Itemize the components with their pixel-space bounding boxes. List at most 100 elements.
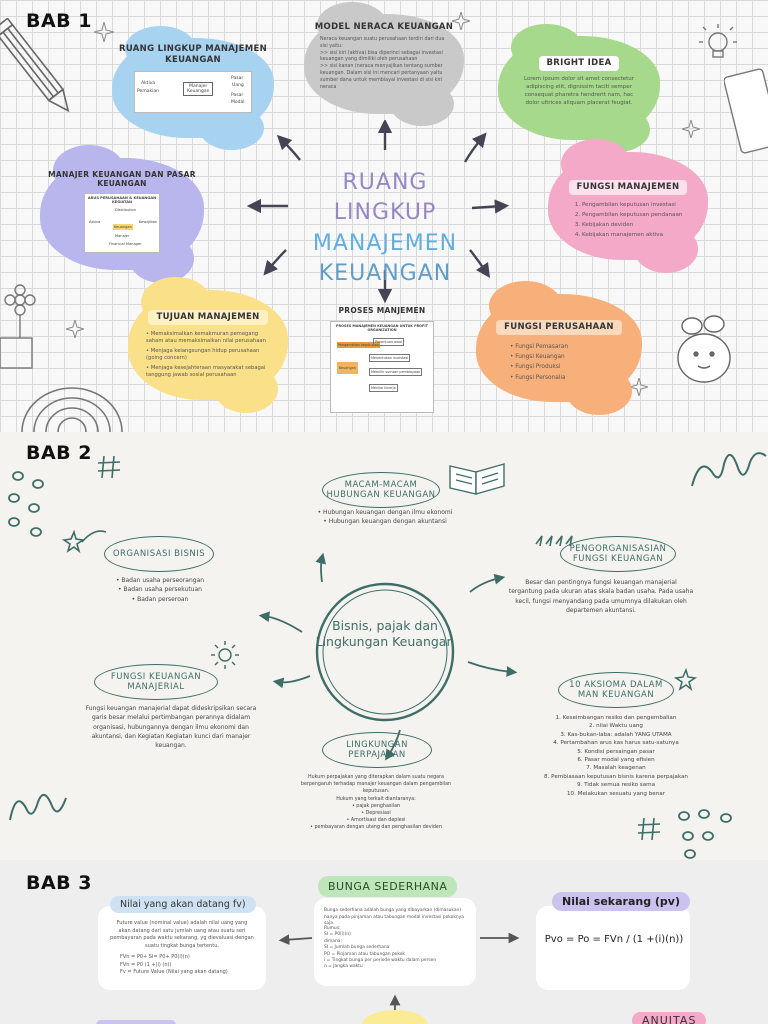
cloud-ruang-lingkup: RUANG LINGKUP MANAJEMEN KEUANGAN Aktiva … xyxy=(112,26,274,150)
diagram-label: Distribution xyxy=(115,207,136,212)
bab-1-label: BAB 1 xyxy=(26,10,93,32)
fungsi-title-text: FUNGSI KEUANGAN MANAJERIAL xyxy=(110,671,202,692)
list-item: 3. Kas-bukan-laba: adalah YANG UTAMA xyxy=(560,731,672,738)
list-item-text: Badan usaha persekutuan xyxy=(123,586,202,594)
circles-doodle-icon xyxy=(8,471,44,537)
formula-line: Fv = Future Value (Nilai yang akan datan… xyxy=(120,969,228,975)
hashtag-doodle-icon xyxy=(637,817,661,841)
diagram-label: Keuangan xyxy=(113,223,133,230)
cloud-fungsi-perusahaan: FUNGSI PERUSAHAAN • Fungsi Pemasaran • F… xyxy=(476,281,642,415)
list-item: 7. Masalah keagenan xyxy=(586,765,646,772)
bunga-sederhana-tag: BUNGA SEDERHANA xyxy=(318,876,458,897)
formula-line: SI = Jumlah bunga sederhana xyxy=(324,945,390,951)
sparkle-icon xyxy=(682,120,700,138)
flower-pot-icon xyxy=(0,284,36,369)
list-item: 4. Pertambahan arus kas harus satu-satun… xyxy=(553,740,679,747)
list-item: • pembayaran dengan utang dan penghasila… xyxy=(310,825,442,831)
future-value-card: Future value (nominal value) adalah nila… xyxy=(98,906,266,990)
lingkungan-perpajakan-title: LINGKUNGAN PERPAJAKAN xyxy=(322,732,432,768)
fungsi-perusahaan-list: • Fungsi Pemasaran • Fungsi Keuangan • F… xyxy=(510,343,642,383)
bottom-tag-peek xyxy=(96,1020,176,1024)
formula-line: dimana: xyxy=(324,938,342,944)
cloud-bright-idea: BRIGHT IDEA Lorem ipsum dolor sit amet c… xyxy=(498,23,660,153)
manajer-diagram-title: ARUS PERUSAHAAN & KEUANGAN KEGIATAN xyxy=(87,195,157,204)
formula-line: PO = Pinjaman atau tabungan pokok xyxy=(324,951,405,957)
list-item: • Menjaga kelangsungan hidup perusahaan … xyxy=(146,347,260,362)
cloud-manajer-keuangan: MANAJER KEUANGAN DAN PASAR KEUANGAN ARUS… xyxy=(40,144,204,284)
present-value-card: Pvo = Po = FVn / (1 +(i)(n)) xyxy=(536,906,690,990)
pv-formula: Pvo = Po = FVn / (1 +(i)(n)) xyxy=(544,934,684,945)
mindmap-arrows xyxy=(246,120,510,304)
cloud-model-neraca: MODEL NERACA KEUANGAN Neraca keuangan su… xyxy=(304,2,464,126)
bab-3-mindmap: BAB 3 Future value (nominal value) adala… xyxy=(0,860,768,1024)
list-item: 9. Tidak semua resiko sama xyxy=(576,782,655,789)
list-item-text: pembayaran dengan utang dan penghasilan … xyxy=(314,825,442,831)
diagram-label: Manajer xyxy=(189,84,208,90)
list-item: Pengambilan keputusan pendanaan xyxy=(582,211,688,219)
diagram-label: Aktiva xyxy=(89,219,101,224)
proses-title: PROSES MANJEMEN xyxy=(338,306,426,315)
list-item: 5. Kondisi persaingan pasar xyxy=(577,748,655,755)
fungsi-keuangan-text: Fungsi keuangan manajerial dapat dideskr… xyxy=(85,705,257,750)
pencil-icon xyxy=(0,18,70,113)
center-title-line-2: MANAJEMEN xyxy=(312,230,458,256)
organisasi-title-text: ORGANISASI BISNIS xyxy=(112,548,206,559)
list-item-text: Badan perseroan xyxy=(137,595,189,603)
organisasi-bisnis-title: ORGANISASI BISNIS xyxy=(104,536,214,572)
bottom-circle-peek xyxy=(362,1010,428,1024)
anuitas-tag: ANUITAS xyxy=(632,1012,707,1024)
fungsi-keuangan-manajerial-title: FUNGSI KEUANGAN MANAJERIAL xyxy=(94,664,218,700)
sparkle-icon xyxy=(66,320,84,338)
fungsi-manajemen-list: Pengambilan keputusan investasi Pengambi… xyxy=(576,201,688,239)
pengorganisasian-title-text: PENGORGANISASIAN FUNGSI KEUANGAN xyxy=(569,543,667,564)
formula-line: n = Jangka waktu xyxy=(324,964,363,970)
cloud-bright-idea-title: BRIGHT IDEA xyxy=(538,56,620,71)
bab-2-mindmap: BAB 2 xyxy=(0,432,768,860)
fv-formulas: FVn = P0+ SI= P0+ P0(i)(n) FVn = P0 (1 +… xyxy=(120,954,260,977)
proses-diagram: PROSES MANAJEMEN KEUANGAN UNTUK PROFIT O… xyxy=(330,321,434,414)
list-item-text: Fungsi Produksi xyxy=(515,364,561,371)
sparkle-icon xyxy=(94,22,114,42)
bab-3-arrows xyxy=(278,932,520,1020)
circles-doodle-icon xyxy=(678,809,732,859)
cloud-fungsi-manajemen: FUNGSI MANAJEMEN Pengambilan keputusan i… xyxy=(548,139,708,273)
pv-tag: Nilai sekarang (pv) xyxy=(552,892,690,911)
list-item: 6. Pasar modal yang efisien xyxy=(577,756,655,763)
list-item-text: Menjaga kesejahteraan masyarakat sebagai… xyxy=(146,364,266,379)
diagram-box: Menentukan investasi xyxy=(369,354,411,363)
formula-line: SI = P0(i)(n) xyxy=(324,932,351,938)
formula-line: i = Tingkat bunga per periode waktu dala… xyxy=(324,957,437,963)
list-item: • Amortisasi dan deplesi xyxy=(346,818,406,824)
bab-1-mindmap: BAB 1 xyxy=(0,0,768,432)
diagram-box: Menilai kinerja xyxy=(369,384,398,393)
formula-line: FVn = P0 (1 +(i) (n)) xyxy=(120,961,172,968)
pengorganisasian-title: PENGORGANISASIAN FUNGSI KEUANGAN xyxy=(560,536,676,572)
list-item-text: pajak penghasilan xyxy=(356,803,401,809)
diagram-label: Manajer xyxy=(115,233,130,238)
sparkle-icon xyxy=(630,378,648,396)
diagram-box: Memilih sumber pembiayaan xyxy=(369,368,423,377)
list-item: 1. Keseimbangan resiko dan pengembalian xyxy=(555,715,677,721)
aksioma-title: 10 AKSIOMA DALAM MAN KEUANGAN xyxy=(558,672,674,708)
hashtag-doodle-icon xyxy=(97,455,121,479)
diagram-label: Uang xyxy=(232,83,244,89)
list-item-text: Fungsi Keuangan xyxy=(515,354,565,361)
cloud-ruang-lingkup-title: RUANG LINGKUP MANAJEMEN KEUANGAN xyxy=(119,44,267,65)
bunga-text: Bunga sederhana adalah bunga yang dibaya… xyxy=(324,908,464,927)
manajer-diagram: ARUS PERUSAHAAN & KEUANGAN KEGIATAN Dist… xyxy=(84,192,160,253)
macam-macam-hubungan-title: MACAM-MACAM HUBUNGAN KEUANGAN xyxy=(322,472,440,508)
list-item: • Fungsi Personalia xyxy=(510,374,566,381)
diagram-box: Pengambilan keputusan xyxy=(337,342,380,349)
list-item: • Hubungan keuangan dengan ilmu ekonomi xyxy=(317,509,453,516)
sparkle-icon xyxy=(452,12,470,30)
list-item-text: Fungsi Pemasaran xyxy=(515,343,569,350)
list-item: • Hubungan keuangan dengan akuntansi xyxy=(323,518,447,526)
list-item: • pajak penghasilan xyxy=(351,803,401,809)
list-item-text: Fungsi Personalia xyxy=(515,374,566,381)
formula-line: Rumus: xyxy=(324,926,341,931)
proses-diagram-title: PROSES MANAJEMEN KEUANGAN UNTUK PROFIT O… xyxy=(336,324,428,333)
swirl-doodle-icon xyxy=(9,794,67,821)
list-item-text: Badan usaha perseorangan xyxy=(121,577,205,584)
